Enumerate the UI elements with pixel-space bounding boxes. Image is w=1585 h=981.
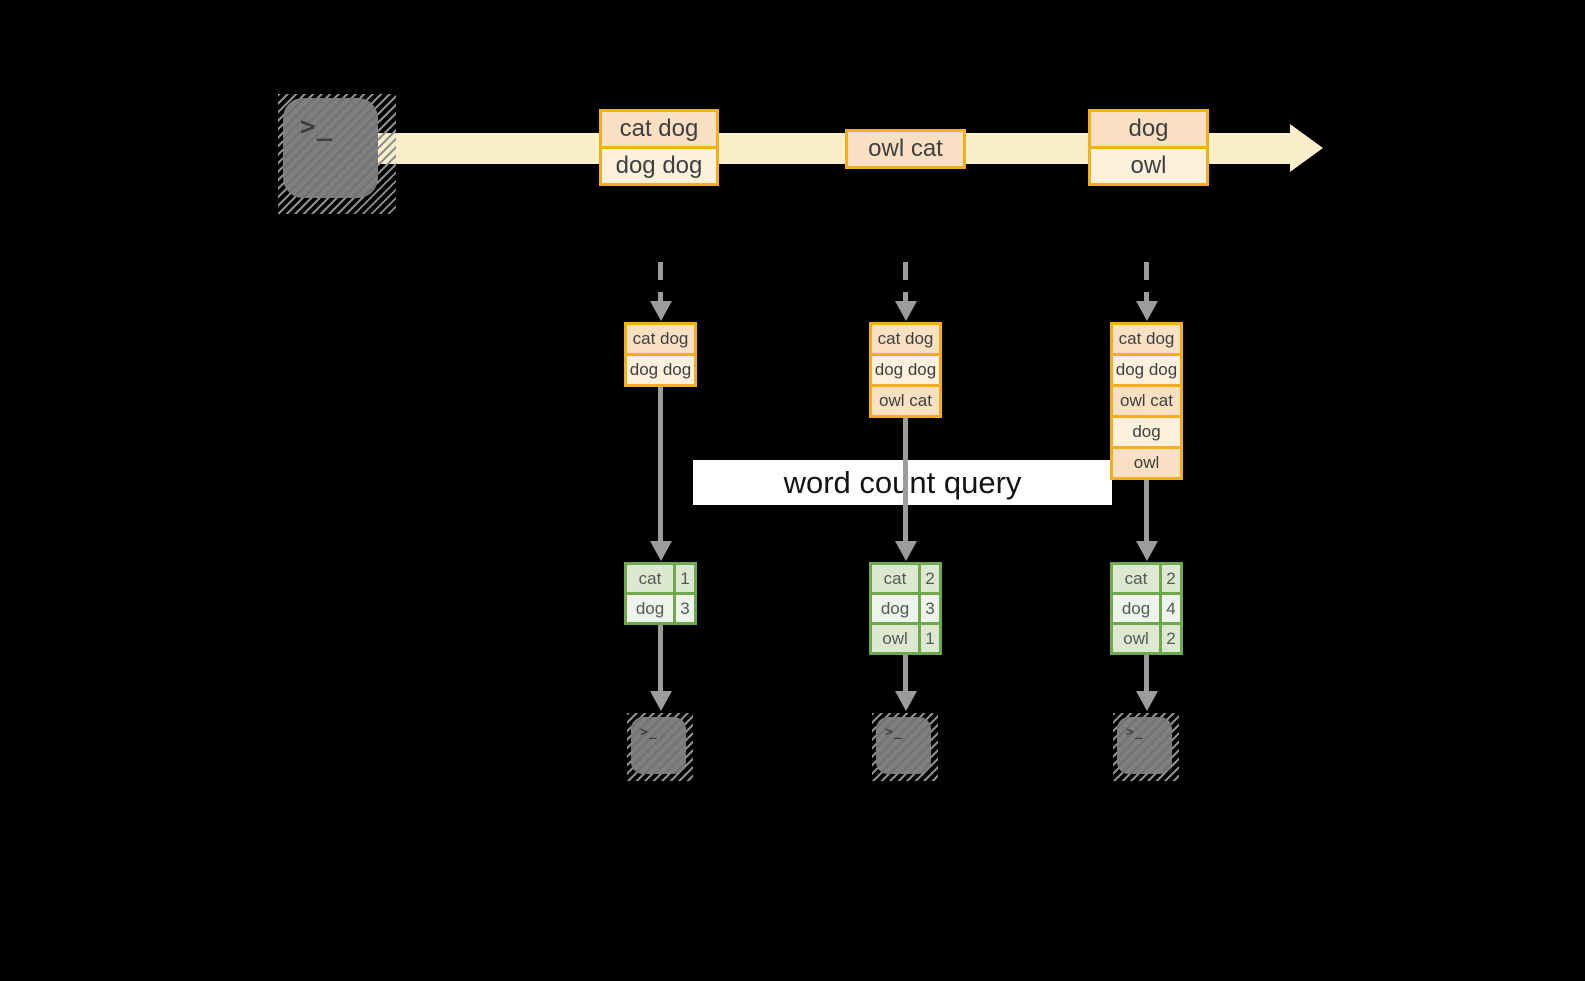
terminal-prompt-icon: >_ xyxy=(300,112,334,142)
count-cell: 3 xyxy=(921,595,939,622)
table-row: dog 3 xyxy=(872,595,939,622)
stream-event-box-2: owl cat xyxy=(845,129,966,169)
source-terminal: >_ xyxy=(278,94,396,214)
terminal-prompt-icon: >_ xyxy=(885,725,903,740)
count-cell: 4 xyxy=(1162,595,1180,622)
count-cell: 2 xyxy=(921,565,939,592)
table-row: cat 1 xyxy=(627,565,694,592)
stream-event-box-1: cat dog dog dog xyxy=(599,109,719,186)
event-line: dog xyxy=(1091,112,1206,146)
word-cell: dog xyxy=(627,595,673,622)
terminal-prompt-icon: >_ xyxy=(1126,725,1144,740)
count-table-2: cat 2 dog 3 owl 1 xyxy=(869,562,942,655)
arrowhead-icon xyxy=(895,691,917,711)
connector-line xyxy=(658,386,663,542)
event-line: dog dog xyxy=(602,149,716,183)
dashed-arrowhead-icon-3 xyxy=(1136,301,1158,321)
dashed-arrowhead-icon-1 xyxy=(650,301,672,321)
terminal-icon: >_ xyxy=(1117,717,1172,774)
state-box-2: cat dog dog dog owl cat xyxy=(869,322,942,418)
state-line: owl cat xyxy=(872,387,939,415)
terminal-icon: >_ xyxy=(631,717,686,774)
state-line: dog dog xyxy=(1113,356,1180,384)
state-box-1: cat dog dog dog xyxy=(624,322,697,387)
query-label-band: word count query xyxy=(693,460,1112,505)
arrowhead-icon xyxy=(650,691,672,711)
count-cell: 3 xyxy=(676,595,694,622)
sink-terminal-3: >_ xyxy=(1113,713,1179,781)
state-line: cat dog xyxy=(627,325,694,353)
dashed-arrowhead-icon-2 xyxy=(895,301,917,321)
state-line: owl cat xyxy=(1113,387,1180,415)
count-cell: 2 xyxy=(1162,625,1180,652)
dashed-arrow-line-1 xyxy=(658,262,663,302)
count-cell: 1 xyxy=(921,625,939,652)
table-row: cat 2 xyxy=(872,565,939,592)
word-cell: dog xyxy=(872,595,918,622)
state-line: dog dog xyxy=(872,356,939,384)
count-cell: 1 xyxy=(676,565,694,592)
connector-line xyxy=(1144,478,1149,542)
count-table-3: cat 2 dog 4 owl 2 xyxy=(1110,562,1183,655)
state-line: dog xyxy=(1113,418,1180,446)
state-line: cat dog xyxy=(872,325,939,353)
terminal-icon: >_ xyxy=(876,717,931,774)
word-cell: cat xyxy=(627,565,673,592)
terminal-prompt-icon: >_ xyxy=(640,725,658,740)
table-row: cat 2 xyxy=(1113,565,1180,592)
table-row: dog 4 xyxy=(1113,595,1180,622)
dashed-arrow-line-2 xyxy=(903,262,908,302)
dashed-arrow-line-3 xyxy=(1144,262,1149,302)
sink-terminal-1: >_ xyxy=(627,713,693,781)
connector-line xyxy=(658,625,663,692)
terminal-icon: >_ xyxy=(283,98,378,198)
stream-arrowhead-icon xyxy=(1290,124,1323,172)
word-cell: dog xyxy=(1113,595,1159,622)
table-row: dog 3 xyxy=(627,595,694,622)
table-row: owl 1 xyxy=(872,625,939,652)
connector-line xyxy=(903,417,908,542)
state-line: owl xyxy=(1113,449,1180,477)
count-cell: 2 xyxy=(1162,565,1180,592)
event-line: cat dog xyxy=(602,112,716,146)
state-box-3: cat dog dog dog owl cat dog owl xyxy=(1110,322,1183,480)
connector-line xyxy=(1144,655,1149,692)
word-cell: cat xyxy=(872,565,918,592)
connector-line xyxy=(903,655,908,692)
event-line: owl cat xyxy=(848,132,963,166)
arrowhead-icon xyxy=(895,541,917,561)
count-table-1: cat 1 dog 3 xyxy=(624,562,697,625)
event-line: owl xyxy=(1091,149,1206,183)
arrowhead-icon xyxy=(1136,541,1158,561)
table-row: owl 2 xyxy=(1113,625,1180,652)
state-line: cat dog xyxy=(1113,325,1180,353)
stream-event-box-3: dog owl xyxy=(1088,109,1209,186)
query-label: word count query xyxy=(783,464,1022,500)
word-cell: cat xyxy=(1113,565,1159,592)
word-cell: owl xyxy=(872,625,918,652)
state-line: dog dog xyxy=(627,356,694,384)
arrowhead-icon xyxy=(650,541,672,561)
word-cell: owl xyxy=(1113,625,1159,652)
sink-terminal-2: >_ xyxy=(872,713,938,781)
arrowhead-icon xyxy=(1136,691,1158,711)
